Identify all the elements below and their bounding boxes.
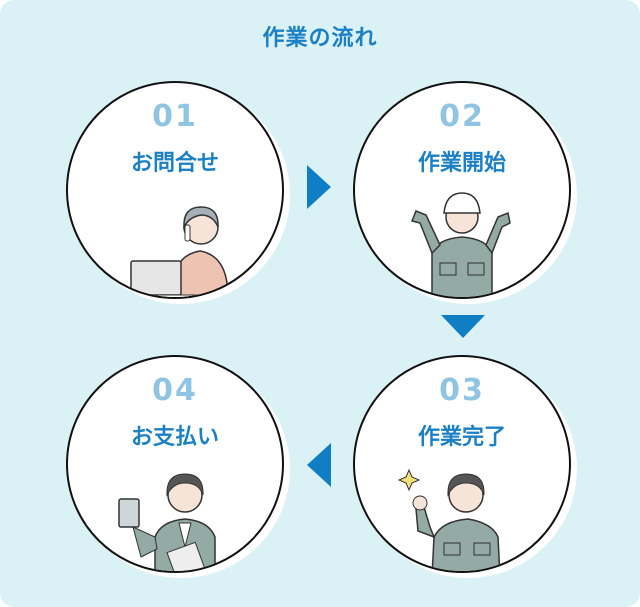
arrow-left-icon <box>307 443 331 487</box>
arrow-right-icon <box>307 165 331 209</box>
step-number: 04 <box>152 373 198 408</box>
step-work-complete: 03 作業完了 <box>353 355 577 578</box>
step-number: 02 <box>439 99 485 134</box>
step-payment: 04 お支払い <box>66 355 290 578</box>
woman-on-phone-illustration <box>114 206 244 297</box>
worker-cheering-illustration <box>410 192 511 297</box>
step-inquiry: 01 お問合せ <box>66 81 290 304</box>
step-number: 03 <box>439 373 485 408</box>
businessman-calculator-illustration <box>118 473 216 571</box>
step-work-start: 02 作業開始 <box>353 81 577 304</box>
step-number: 01 <box>152 99 198 134</box>
worker-ok-sign-illustration <box>397 468 501 571</box>
step-label: お支払い <box>130 425 219 450</box>
arrow-down-icon <box>441 315 485 338</box>
step-label: 作業完了 <box>417 425 506 450</box>
step-label: お問合せ <box>130 151 219 176</box>
step-label: 作業開始 <box>417 151 506 176</box>
page-title: 作業の流れ <box>262 26 378 51</box>
